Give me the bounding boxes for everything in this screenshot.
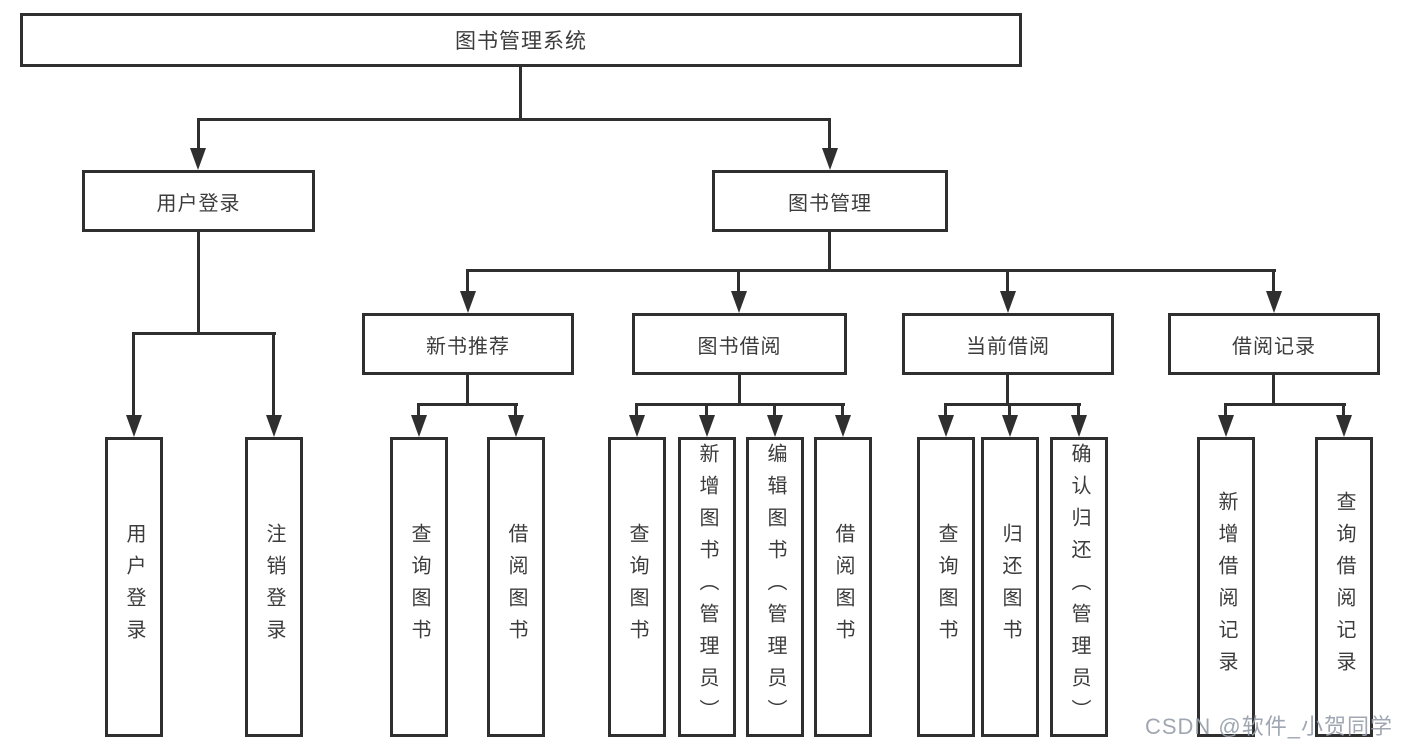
node-label: 当前借阅 xyxy=(966,335,1050,358)
connector-line xyxy=(705,403,708,417)
arrowhead-down-icon xyxy=(266,415,282,437)
connector-line xyxy=(944,403,947,417)
node-current-borrow: 当前借阅 xyxy=(902,313,1114,375)
arrowhead-down-icon xyxy=(835,415,851,437)
connector-line xyxy=(1006,375,1009,406)
node-book-management-system: 图书管理系统 xyxy=(20,13,1022,67)
leaf-label: 借阅图书 xyxy=(505,523,527,651)
arrowhead-down-icon xyxy=(460,291,476,313)
connector-line xyxy=(514,403,517,417)
connector-line xyxy=(417,403,420,417)
connector-line xyxy=(841,403,844,417)
arrowhead-down-icon xyxy=(126,415,142,437)
connector-line xyxy=(1077,403,1080,417)
connector-line xyxy=(417,403,518,406)
arrowhead-down-icon xyxy=(767,415,783,437)
leaf-label: 注销登录 xyxy=(263,523,285,651)
node-new-book-recommend: 新书推荐 xyxy=(362,313,574,375)
arrowhead-down-icon xyxy=(822,148,838,170)
connector-line xyxy=(272,332,275,420)
node-user-login: 用户登录 xyxy=(82,170,315,232)
connector-line xyxy=(944,403,1081,406)
connector-line xyxy=(1272,269,1275,293)
leaf-label: 查询图书 xyxy=(935,523,957,651)
arrowhead-down-icon xyxy=(731,291,747,313)
connector-line xyxy=(635,403,638,417)
node-label: 新书推荐 xyxy=(426,335,510,358)
leaf-label: 归还图书 xyxy=(999,523,1021,651)
connector-line xyxy=(519,67,522,121)
connector-line xyxy=(466,375,469,406)
connector-line xyxy=(737,269,740,293)
node-label: 借阅记录 xyxy=(1232,335,1316,358)
leaf-borrow-books: 借阅图书 xyxy=(814,437,872,737)
node-label: 图书管理系统 xyxy=(455,30,587,53)
connector-line xyxy=(1008,403,1011,417)
connector-line xyxy=(1342,403,1345,417)
connector-line xyxy=(197,118,831,121)
arrowhead-down-icon xyxy=(1336,415,1352,437)
leaf-label: 新增借阅记录 xyxy=(1215,491,1237,683)
leaf-query-books-recommend: 查询图书 xyxy=(390,437,448,737)
leaf-label: 查询图书 xyxy=(626,523,648,651)
arrowhead-down-icon xyxy=(1002,415,1018,437)
leaf-confirm-return-admin: 确认归还（管理员） xyxy=(1050,437,1108,737)
leaf-query-borrow-record: 查询借阅记录 xyxy=(1315,437,1373,737)
arrowhead-down-icon xyxy=(1266,291,1282,313)
connector-line xyxy=(828,232,831,272)
leaf-label: 确认归还（管理员） xyxy=(1068,443,1090,731)
leaf-label: 编辑图书（管理员） xyxy=(764,443,786,731)
leaf-borrow-books-recommend: 借阅图书 xyxy=(487,437,545,737)
connector-line xyxy=(132,332,135,420)
connector-line xyxy=(197,118,200,150)
leaf-label: 查询借阅记录 xyxy=(1333,491,1355,683)
connector-line xyxy=(466,269,1276,272)
leaf-return-books: 归还图书 xyxy=(981,437,1039,737)
arrowhead-down-icon xyxy=(411,415,427,437)
connector-line xyxy=(773,403,776,417)
connector-line xyxy=(738,375,741,406)
csdn-watermark: CSDN @软件_小贺同学 xyxy=(1144,714,1393,739)
arrowhead-down-icon xyxy=(1071,415,1087,437)
leaf-label: 新增图书（管理员） xyxy=(696,443,718,731)
node-book-management: 图书管理 xyxy=(712,170,948,232)
arrowhead-down-icon xyxy=(938,415,954,437)
connector-line xyxy=(1224,403,1346,406)
leaf-label: 用户登录 xyxy=(123,523,145,651)
leaf-label: 查询图书 xyxy=(408,523,430,651)
connector-line xyxy=(635,403,845,406)
connector-line xyxy=(1272,375,1275,406)
node-label: 图书管理 xyxy=(788,192,872,215)
connector-line xyxy=(197,232,200,335)
arrowhead-down-icon xyxy=(1218,415,1234,437)
leaf-edit-books-admin: 编辑图书（管理员） xyxy=(746,437,804,737)
leaf-query-books-current: 查询图书 xyxy=(917,437,975,737)
leaf-label: 借阅图书 xyxy=(832,523,854,651)
node-borrow-records: 借阅记录 xyxy=(1168,313,1380,375)
arrowhead-down-icon xyxy=(190,148,206,170)
connector-line xyxy=(1006,269,1009,293)
node-label: 图书借阅 xyxy=(697,335,782,358)
connector-line xyxy=(132,332,276,335)
leaf-add-borrow-record: 新增借阅记录 xyxy=(1197,437,1255,737)
leaf-add-books-admin: 新增图书（管理员） xyxy=(678,437,736,737)
connector-line xyxy=(466,269,469,293)
arrowhead-down-icon xyxy=(629,415,645,437)
arrowhead-down-icon xyxy=(508,415,524,437)
node-label: 用户登录 xyxy=(156,192,241,215)
leaf-logout: 注销登录 xyxy=(245,437,303,737)
node-book-borrow: 图书借阅 xyxy=(632,313,847,375)
arrowhead-down-icon xyxy=(1000,291,1016,313)
leaf-user-login: 用户登录 xyxy=(105,437,163,737)
connector-line xyxy=(1224,403,1227,417)
arrowhead-down-icon xyxy=(699,415,715,437)
connector-line xyxy=(828,118,831,150)
leaf-query-books-borrow: 查询图书 xyxy=(608,437,666,737)
